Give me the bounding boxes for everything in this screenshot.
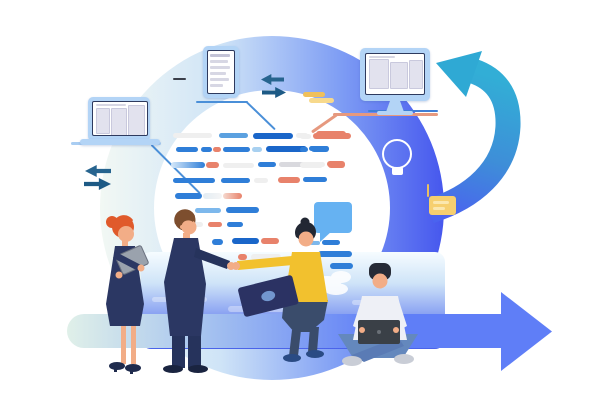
man-in-suit (163, 209, 235, 373)
man-face (181, 219, 197, 235)
code-line-bar (173, 178, 215, 183)
code-line-bar (213, 147, 221, 152)
code-line-bar (300, 134, 311, 139)
code-line-bar (223, 193, 242, 199)
code-line-bar (318, 251, 352, 257)
code-line-bar (212, 239, 223, 245)
code-line-bar (190, 222, 203, 227)
code-line-bar (253, 133, 293, 139)
code-line-bar (171, 162, 205, 168)
white-person-face (372, 273, 388, 289)
code-line-bar (227, 222, 243, 227)
tablet-frame (203, 46, 239, 98)
speech-bubble-icon (314, 202, 352, 233)
code-line-bar (303, 177, 327, 182)
woman-face (118, 226, 134, 242)
hook-arrow-band (426, 59, 521, 223)
transfer-left-arrow-icon (261, 74, 284, 85)
monitor-stand (386, 101, 404, 112)
code-line-bar (175, 193, 202, 199)
code-line-bar (201, 147, 212, 152)
monitor-screen (365, 53, 425, 95)
yellow-person-face (298, 231, 314, 247)
monitor-frame (360, 48, 430, 101)
code-line-bar (300, 162, 323, 168)
code-line-bar (322, 240, 340, 245)
laptop-base (80, 139, 160, 145)
note-connector-line (427, 184, 429, 197)
white-person-hair (369, 263, 391, 280)
code-line-bar (254, 178, 268, 183)
laptop-screen (92, 101, 148, 136)
code-line-bar (328, 162, 345, 168)
code-line-bar (219, 133, 248, 138)
monitor-foot (377, 111, 413, 115)
code-line-bar (251, 254, 281, 260)
code-line-bar (223, 147, 250, 152)
laptop-screen-frame (88, 97, 150, 141)
code-line-bar (303, 92, 325, 97)
code-line-bar (330, 263, 353, 269)
speech-bubble-tail (320, 231, 332, 242)
code-line-bar (195, 208, 221, 213)
code-line-bar (279, 162, 306, 167)
yellow-note-icon (429, 196, 456, 215)
code-line-bar (313, 133, 351, 139)
code-line-bar (261, 238, 279, 244)
code-line-bar (310, 241, 320, 245)
person-yellow-shirt-laptop (232, 217, 328, 362)
navy-laptop (238, 275, 299, 317)
code-line-bar (258, 162, 276, 167)
code-line-bar (238, 254, 247, 260)
code-line-bar (300, 147, 308, 152)
code-line-bar (226, 207, 259, 213)
code-line-bar (278, 177, 300, 183)
code-line-bar (176, 147, 198, 152)
code-line-bar (252, 147, 262, 152)
code-line-bar (311, 146, 329, 152)
tablet-connector-line (196, 101, 248, 103)
code-line-bar (266, 146, 307, 152)
hook-arrowhead (436, 51, 482, 97)
transfer-right-arrow-icon (262, 87, 286, 98)
code-line-bar (206, 162, 219, 168)
code-line-bar (223, 163, 254, 168)
person-white-shirt-laptop (338, 263, 418, 366)
code-line-bar (309, 98, 334, 103)
code-line-bar (203, 193, 222, 199)
woman-with-tablet (106, 215, 149, 374)
code-line-bar (173, 133, 212, 138)
code-line-bar (232, 238, 259, 244)
lightbulb-base (392, 167, 403, 175)
code-line-bar (208, 222, 222, 227)
small-dash (173, 78, 186, 80)
code-line-bar (221, 178, 250, 183)
tablet-screen (207, 50, 235, 94)
